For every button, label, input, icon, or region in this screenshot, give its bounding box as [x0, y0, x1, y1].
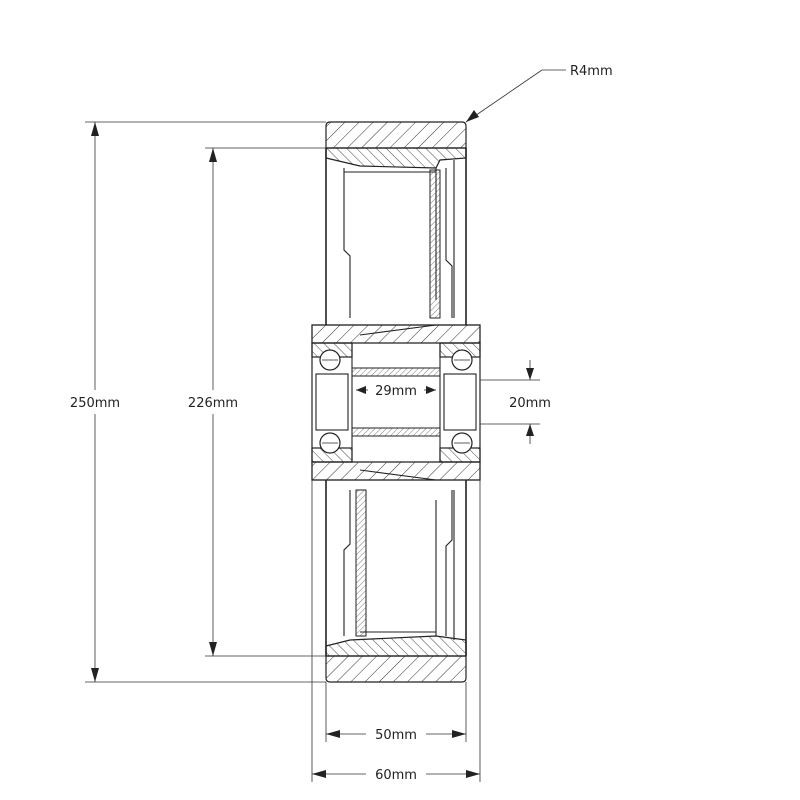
label-29mm: 29mm [375, 384, 417, 399]
label-r4mm: R4mm [570, 64, 613, 79]
label-20mm: 20mm [509, 396, 551, 411]
label-226mm: 226mm [188, 396, 238, 411]
tyre-bottom-section [325, 635, 467, 683]
bearing-right [439, 342, 481, 463]
dimension-hub-width: 60mm [311, 480, 481, 783]
dimension-inner-diameter: 226mm [188, 147, 326, 657]
dimension-bearing-gap: 20mm [480, 360, 551, 444]
tyre-top-section [325, 121, 467, 169]
label-250mm: 250mm [70, 396, 120, 411]
hub-section [311, 324, 481, 481]
label-50mm: 50mm [375, 728, 417, 743]
dimension-tread-width: 50mm [325, 682, 467, 743]
dimension-bore: 29mm [356, 384, 436, 399]
wheel-rim-bottom [325, 480, 467, 656]
leader-corner-radius: R4mm [465, 64, 613, 123]
spacer-tube [351, 367, 441, 437]
dimension-outer-diameter: 250mm [70, 121, 326, 683]
bearing-left [311, 342, 353, 463]
wheel-rim-top [325, 148, 467, 325]
label-60mm: 60mm [375, 768, 417, 783]
